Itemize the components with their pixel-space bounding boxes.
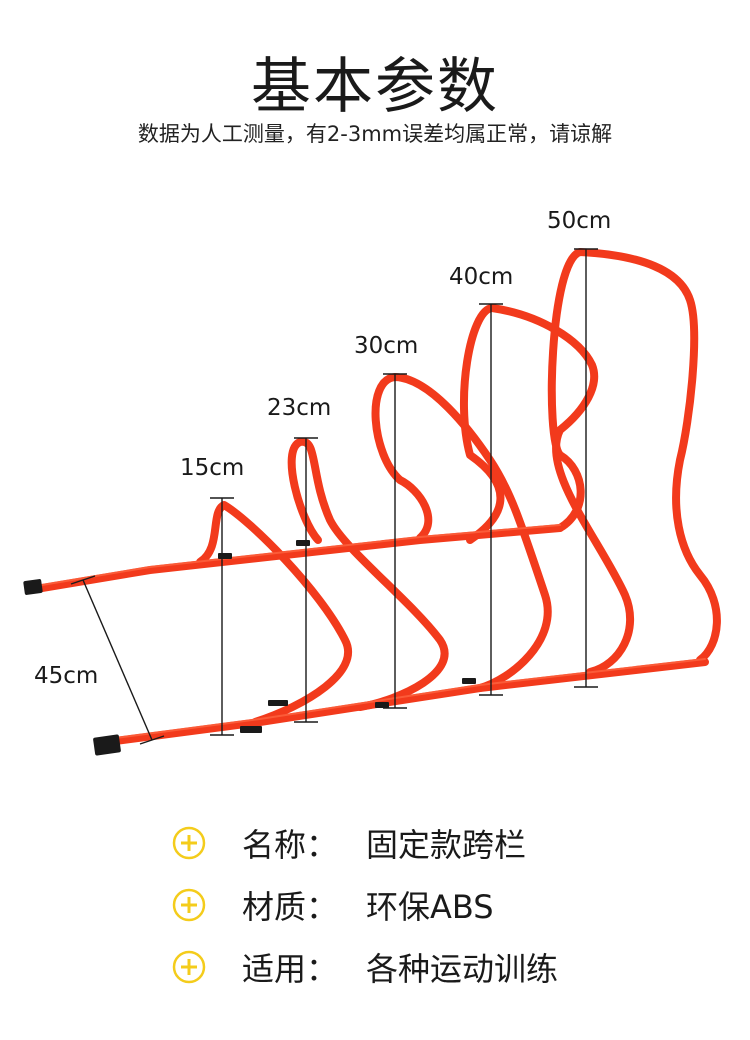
hurdle-50cm (547, 248, 721, 664)
hurdle-40cm (459, 304, 634, 676)
spec-label: 名称： (242, 826, 339, 864)
end-cap-front (93, 734, 121, 756)
spec-row-usage: 适用： 各种运动训练 (172, 936, 692, 998)
height-label-23cm: 23cm (267, 395, 331, 421)
width-label-45cm: 45cm (34, 663, 98, 689)
hurdle-15cm (196, 501, 352, 726)
spec-label: 材质： (242, 888, 339, 926)
hurdle-23cm (287, 437, 449, 711)
spec-label: 适用： (242, 950, 339, 988)
plus-circle-icon (172, 888, 206, 922)
spec-value: 环保ABS (366, 888, 494, 926)
spec-list: 名称： 固定款跨栏 材质： 环保ABS 适用： 各种运动训练 (172, 812, 692, 998)
height-label-50cm: 50cm (547, 208, 611, 234)
front-rail (96, 658, 709, 747)
plus-circle-icon (172, 826, 206, 860)
page-title: 基本参数 (251, 52, 499, 122)
hurdle-set-illustration: 15cm 23cm 30cm 40cm 50cm 45cm (23, 208, 721, 756)
spec-row-name: 名称： 固定款跨栏 (172, 812, 692, 874)
spec-value: 固定款跨栏 (366, 826, 527, 864)
height-label-30cm: 30cm (354, 333, 418, 359)
hurdle-30cm (371, 373, 552, 692)
plus-circle-icon (172, 950, 206, 984)
height-label-40cm: 40cm (449, 264, 513, 290)
end-cap-back (23, 579, 43, 595)
spec-row-material: 材质： 环保ABS (172, 874, 692, 936)
height-label-15cm: 15cm (180, 455, 244, 481)
measure-line-45cm (82, 579, 153, 741)
page-subtitle: 数据为人工测量，有2-3mm误差均属正常，请谅解 (137, 122, 613, 146)
spec-value: 各种运动训练 (366, 950, 559, 988)
